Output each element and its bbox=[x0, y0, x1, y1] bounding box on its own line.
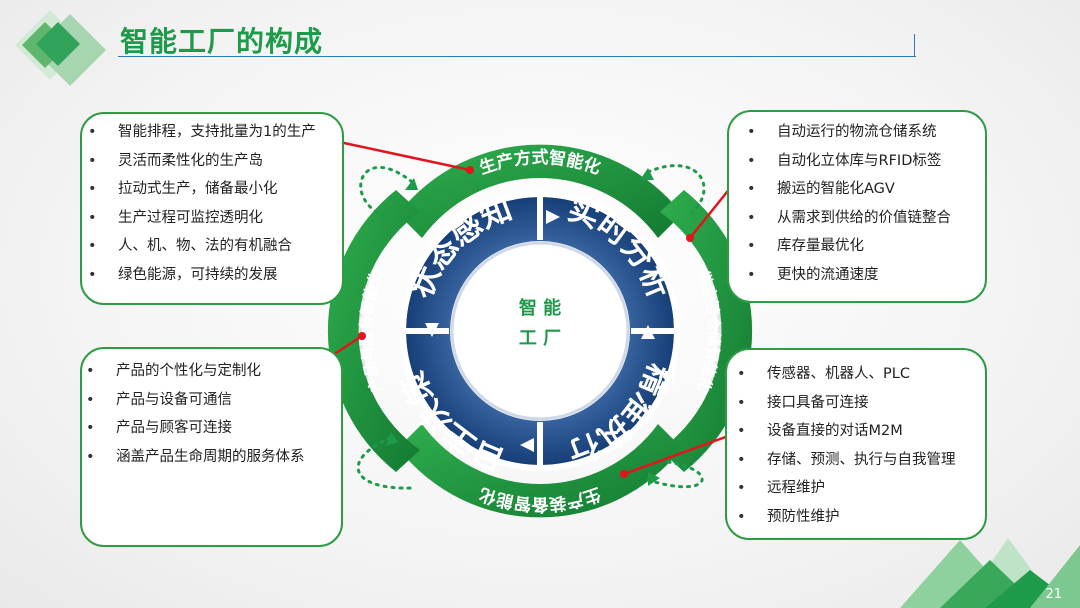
dotted-arcs bbox=[356, 164, 706, 490]
list-item: 接口具备可连接 bbox=[737, 389, 985, 418]
list-item: 搬运的智能化AGV bbox=[747, 175, 985, 204]
inner-ring bbox=[402, 193, 678, 469]
list-item: 生产过程可监控透明化 bbox=[88, 204, 342, 233]
center-label-line2: 工 厂 bbox=[519, 328, 561, 349]
list-item: 涵盖产品生命周期的服务体系 bbox=[86, 443, 341, 472]
list-item: 产品的个性化与定制化 bbox=[86, 357, 341, 386]
list-item: 产品与设备可通信 bbox=[86, 386, 341, 415]
box-production-mode: 智能排程，支持批量为1的生产灵活而柔性化的生产岛拉动式生产，储备最小化生产过程可… bbox=[80, 112, 344, 305]
list-product-service: 产品的个性化与定制化产品与设备可通信产品与顾客可连接涵盖产品生命周期的服务体系 bbox=[86, 357, 341, 472]
box-supply-chain: 自动运行的物流仓储系统自动化立体库与RFID标签搬运的智能化AGV从需求到供给的… bbox=[727, 110, 987, 303]
dotted-arc-arrowheads bbox=[386, 168, 660, 486]
page-title: 智能工厂的构成 bbox=[120, 25, 324, 58]
list-item: 绿色能源，可持续的发展 bbox=[88, 261, 342, 290]
list-item: 远程维护 bbox=[737, 474, 985, 503]
list-supply-chain: 自动运行的物流仓储系统自动化立体库与RFID标签搬运的智能化AGV从需求到供给的… bbox=[747, 118, 985, 290]
list-item: 产品与顾客可连接 bbox=[86, 414, 341, 443]
list-item: 设备直接的对话M2M bbox=[737, 417, 985, 446]
list-item: 自动化立体库与RFID标签 bbox=[747, 147, 985, 176]
box-product-service: 产品的个性化与定制化产品与设备可通信产品与顾客可连接涵盖产品生命周期的服务体系 bbox=[80, 347, 343, 547]
center-label-line1: 智 能 bbox=[519, 297, 561, 319]
list-item: 灵活而柔性化的生产岛 bbox=[88, 147, 342, 176]
list-item: 存储、预测、执行与自我管理 bbox=[737, 446, 985, 475]
title-tick bbox=[914, 34, 915, 56]
list-item: 人、机、物、法的有机融合 bbox=[88, 232, 342, 261]
list-item: 更快的流通速度 bbox=[747, 261, 985, 290]
list-production-equipment: 传感器、机器人、PLC接口具备可连接设备直接的对话M2M存储、预测、执行与自我管… bbox=[737, 360, 985, 532]
box-production-equipment: 传感器、机器人、PLC接口具备可连接设备直接的对话M2M存储、预测、执行与自我管… bbox=[725, 348, 987, 540]
list-item: 自动运行的物流仓储系统 bbox=[747, 118, 985, 147]
page-number: 21 bbox=[1045, 587, 1062, 602]
list-item: 预防性维护 bbox=[737, 503, 985, 532]
cycle-arrows bbox=[425, 210, 655, 452]
list-item: 智能排程，支持批量为1的生产 bbox=[88, 118, 342, 147]
title-underline bbox=[118, 56, 916, 57]
list-item: 库存量最优化 bbox=[747, 232, 985, 261]
list-item: 拉动式生产，储备最小化 bbox=[88, 175, 342, 204]
list-item: 从需求到供给的价值链整合 bbox=[747, 204, 985, 233]
list-production-mode: 智能排程，支持批量为1的生产灵活而柔性化的生产岛拉动式生产，储备最小化生产过程可… bbox=[88, 118, 342, 290]
list-item: 传感器、机器人、PLC bbox=[737, 360, 985, 389]
